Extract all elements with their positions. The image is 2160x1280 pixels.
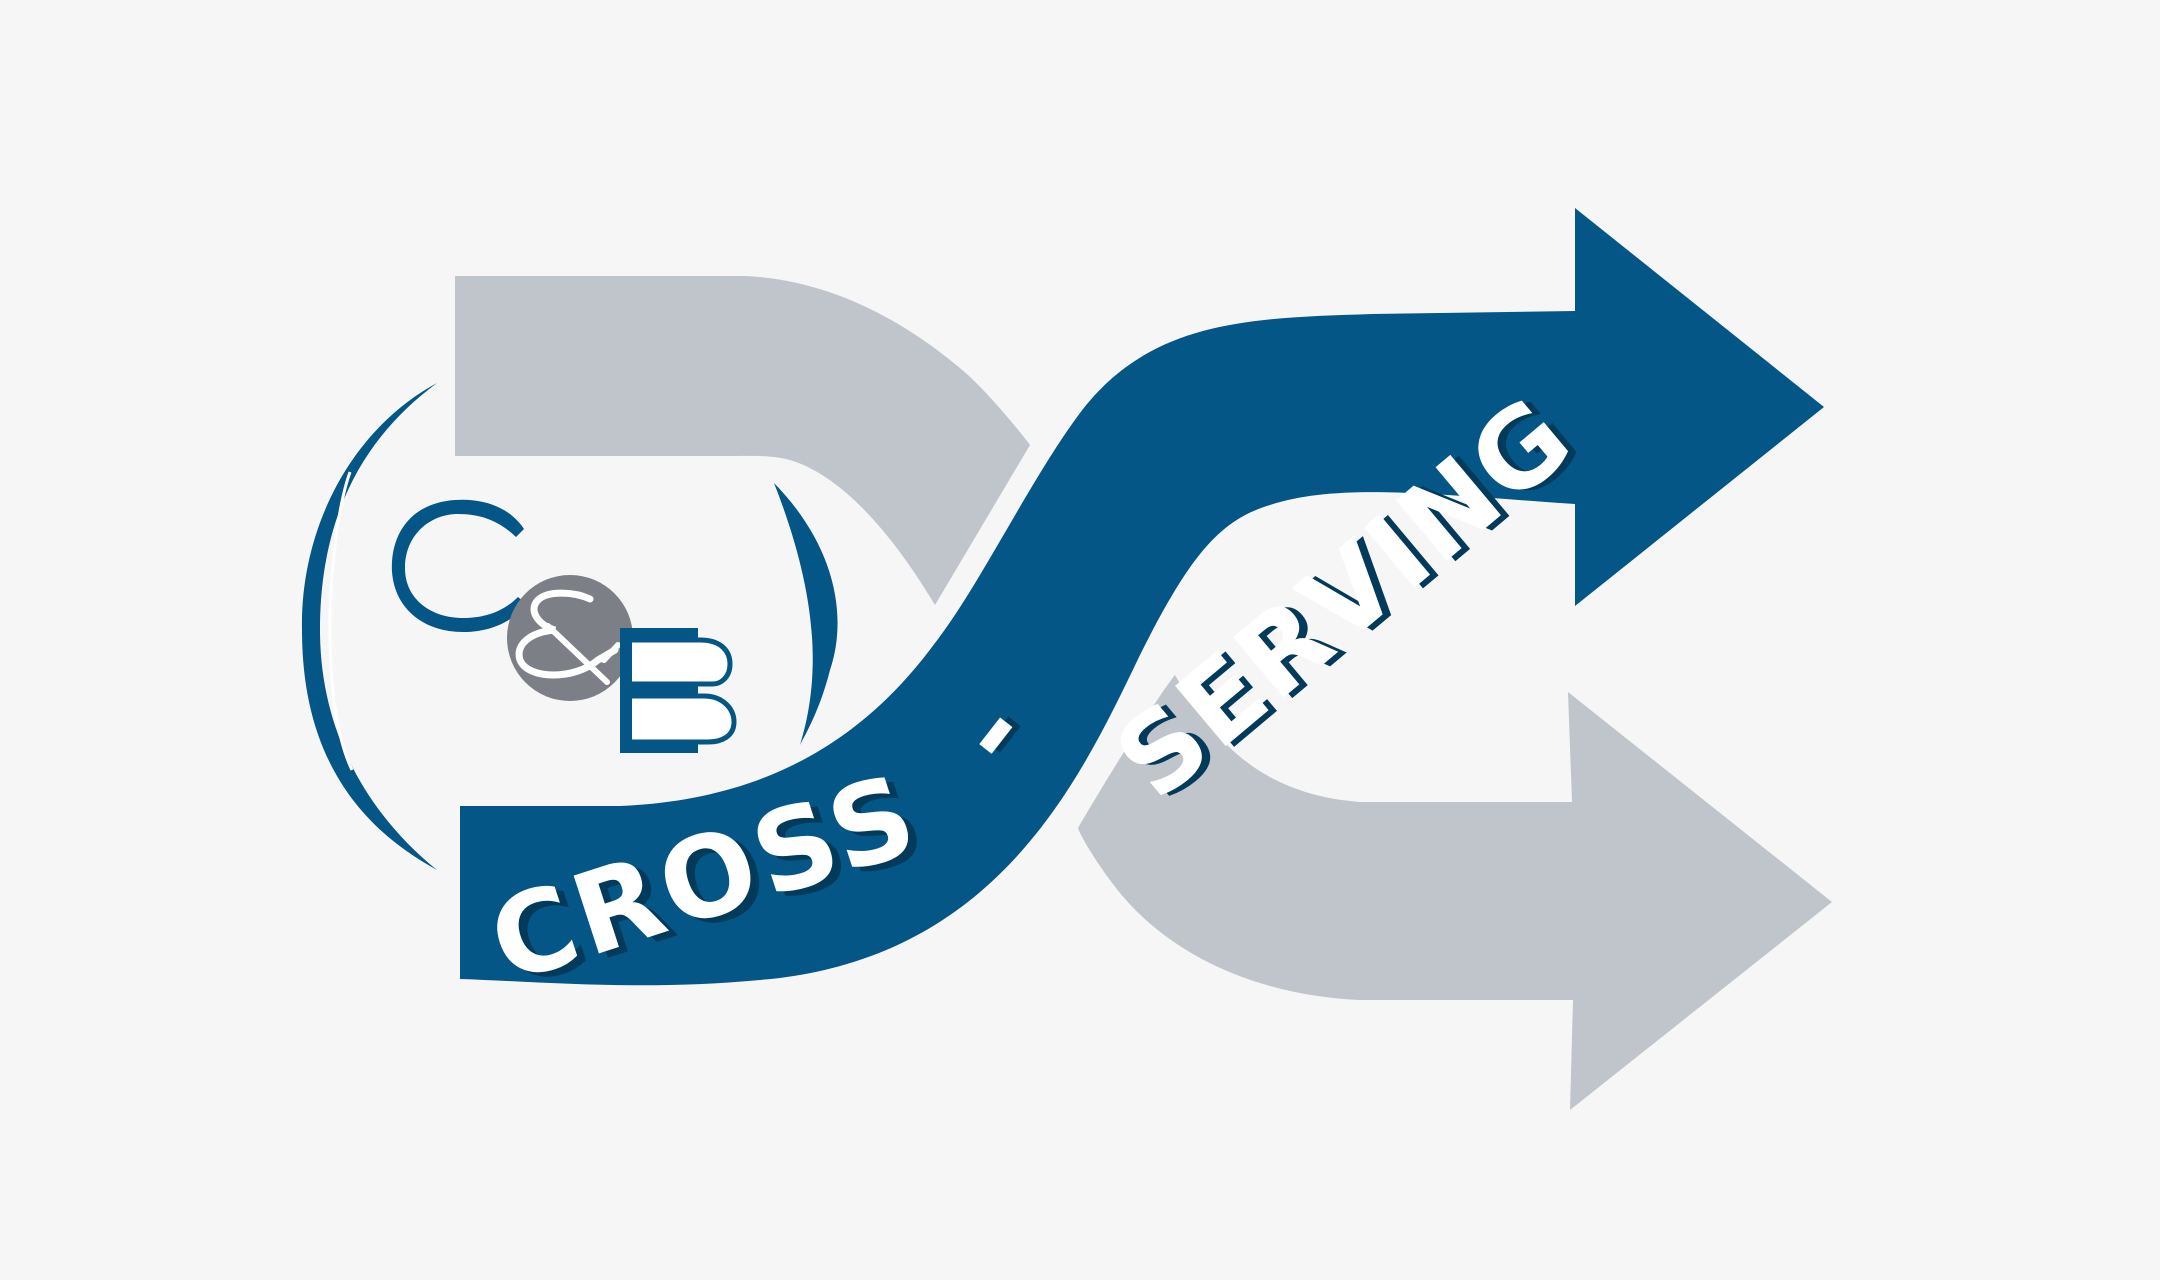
right-paren-arc <box>774 483 838 745</box>
monogram-b-letter <box>632 640 734 742</box>
monogram-b-outline <box>632 637 737 745</box>
blue-arrow <box>460 208 1824 986</box>
monogram-circle <box>507 575 633 701</box>
left-paren-arc <box>301 383 437 870</box>
monogram: C & B <box>391 499 737 753</box>
grey-arrow-upper <box>455 276 1030 605</box>
grey-arrow-lower <box>1078 675 1832 1110</box>
monogram-amp-tail <box>545 623 621 685</box>
left-paren-arc-outline <box>328 471 354 771</box>
